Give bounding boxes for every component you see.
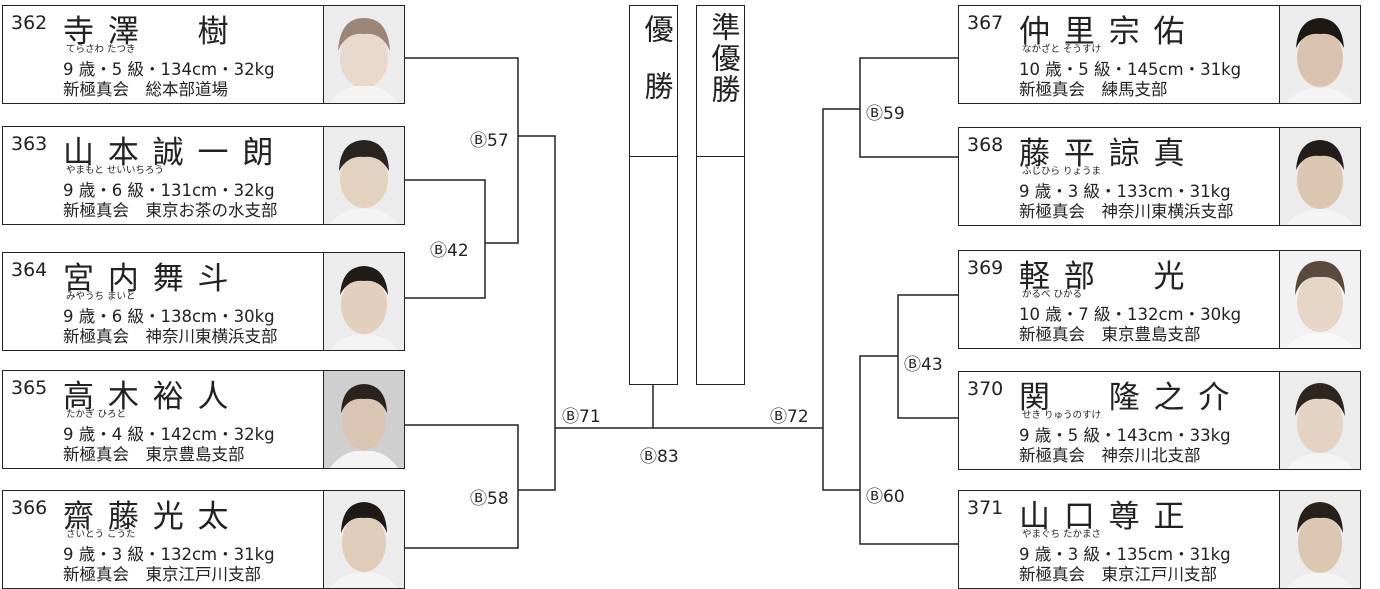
competitor-stats: 9 歳・5 級・143cm・33kg: [1019, 426, 1231, 445]
competitor-number: 369: [967, 257, 1004, 279]
match-label-59: Ⓑ59: [866, 104, 905, 124]
competitor-card-362: 362 寺 澤 樹 てらさわ たつき 9 歳・5 級・134cm・32kg 新極…: [2, 5, 405, 104]
competitor-stats: 9 歳・4 級・142cm・32kg: [63, 425, 275, 444]
competitor-card-364: 364 宮 内 舞 斗 みやうち まいと 9 歳・6 級・138cm・30kg …: [2, 252, 405, 351]
bracket-line-367-368: [859, 57, 958, 158]
competitor-number: 366: [11, 497, 48, 519]
competitor-name-reading: かるべ ひかる: [1022, 289, 1083, 300]
competitor-name-reading: ふじひら りょうま: [1022, 166, 1102, 177]
champion-title: 優勝: [640, 14, 674, 128]
competitor-name: 寺 澤 樹: [63, 14, 231, 50]
competitor-photo: [1279, 251, 1360, 348]
competitor-name: 齋 藤 光 太: [63, 499, 231, 535]
match-label-57: Ⓑ57: [470, 131, 509, 151]
competitor-photo: [323, 371, 404, 468]
competitor-name-reading: みやうち まいと: [66, 291, 136, 302]
bracket-line-43-371: [859, 355, 958, 545]
competitor-name-reading: やまもと せいいちろう: [66, 165, 164, 176]
competitor-card-371: 371 山 口 尊 正 やまぐち たかまさ 9 歳・3 級・135cm・31kg…: [958, 490, 1361, 589]
competitor-card-365: 365 高 木 裕 人 たかぎ ひろと 9 歳・4 級・142cm・32kg 新…: [2, 370, 405, 469]
competitor-name: 軽 部 光: [1019, 259, 1187, 295]
competitor-name: 関 隆 之 介: [1019, 380, 1232, 416]
match-label-58: Ⓑ58: [470, 489, 509, 509]
competitor-photo: [1279, 128, 1360, 225]
competitor-name-reading: せき りゅうのすけ: [1022, 410, 1102, 421]
match-label-72: Ⓑ72: [770, 407, 809, 427]
competitor-card-363: 363 山 本 誠 一 朗 やまもと せいいちろう 9 歳・6 級・131cm・…: [2, 126, 405, 225]
competitor-name: 藤 平 諒 真: [1019, 136, 1187, 172]
competitor-name: 仲 里 宗 佑: [1019, 14, 1187, 50]
competitor-dojo: 新極真会 練馬支部: [1019, 80, 1168, 99]
competitor-number: 364: [11, 259, 48, 281]
competitor-stats: 9 歳・3 級・135cm・31kg: [1019, 545, 1231, 564]
competitor-dojo: 新極真会 東京江戸川支部: [1019, 565, 1217, 584]
competitor-stats: 9 歳・6 級・138cm・30kg: [63, 307, 275, 326]
competitor-number: 363: [11, 133, 48, 155]
competitor-stats: 9 歳・5 級・134cm・32kg: [63, 60, 275, 79]
runner-up-divider: [696, 5, 745, 157]
competitor-name-reading: なかざと そうすけ: [1022, 44, 1102, 55]
competitor-photo: [1279, 491, 1360, 588]
runner-up-title: 準優勝: [707, 12, 741, 105]
competitor-card-368: 368 藤 平 諒 真 ふじひら りょうま 9 歳・3 級・133cm・31kg…: [958, 127, 1361, 226]
match-label-43: Ⓑ43: [904, 355, 943, 375]
competitor-card-367: 367 仲 里 宗 佑 なかざと そうすけ 10 歳・5 級・145cm・31k…: [958, 5, 1361, 104]
competitor-number: 362: [11, 12, 48, 34]
competitor-dojo: 新極真会 東京豊島支部: [1019, 325, 1201, 344]
competitor-dojo: 新極真会 総本部道場: [63, 80, 228, 99]
competitor-photo: [323, 253, 404, 350]
competitor-dojo: 新極真会 東京豊島支部: [63, 445, 245, 464]
competitor-card-370: 370 関 隆 之 介 せき りゅうのすけ 9 歳・5 級・143cm・33kg…: [958, 371, 1361, 470]
bracket-line-365-366: [403, 424, 519, 549]
competitor-dojo: 新極真会 神奈川東横浜支部: [63, 327, 278, 346]
competitor-name: 高 木 裕 人: [63, 379, 231, 415]
competitor-card-366: 366 齋 藤 光 太 さいとう こうた 9 歳・3 級・132cm・31kg …: [2, 490, 405, 589]
competitor-stats: 9 歳・6 級・131cm・32kg: [63, 181, 275, 200]
competitor-card-369: 369 軽 部 光 かるべ ひかる 10 歳・7 級・132cm・30kg 新極…: [958, 250, 1361, 349]
bracket-line-362-363: [403, 57, 519, 244]
match-label-83: Ⓑ83: [640, 447, 679, 467]
competitor-number: 368: [967, 134, 1004, 156]
competitor-photo: [1279, 372, 1360, 469]
champion-divider: [629, 5, 678, 157]
competitor-name: 山 口 尊 正: [1019, 499, 1187, 535]
competitor-name-reading: さいとう こうた: [66, 529, 136, 540]
competitor-photo: [1279, 6, 1360, 103]
competitor-name-reading: てらさわ たつき: [66, 44, 136, 55]
competitor-number: 371: [967, 497, 1004, 519]
bracket-line-42: [403, 179, 486, 299]
bracket-line-59-60: [822, 108, 860, 491]
competitor-dojo: 新極真会 東京お茶の水支部: [63, 201, 278, 220]
competitor-dojo: 新極真会 神奈川北支部: [1019, 446, 1201, 465]
competitor-number: 365: [11, 377, 48, 399]
competitor-photo: [323, 491, 404, 588]
competitor-stats: 10 歳・7 級・132cm・30kg: [1019, 305, 1242, 324]
competitor-name: 山 本 誠 一 朗: [63, 135, 276, 171]
match-label-71: Ⓑ71: [562, 407, 601, 427]
competitor-dojo: 新極真会 神奈川東横浜支部: [1019, 202, 1234, 221]
bracket-line-57-58: [518, 135, 556, 491]
competitor-stats: 9 歳・3 級・132cm・31kg: [63, 545, 275, 564]
competitor-name-reading: やまぐち たかまさ: [1022, 529, 1102, 540]
competitor-photo: [323, 6, 404, 103]
competitor-number: 370: [967, 378, 1004, 400]
competitor-name-reading: たかぎ ひろと: [66, 409, 127, 420]
competitor-dojo: 新極真会 東京江戸川支部: [63, 565, 261, 584]
competitor-stats: 9 歳・3 級・133cm・31kg: [1019, 182, 1231, 201]
competitor-photo: [323, 127, 404, 224]
match-label-60: Ⓑ60: [866, 487, 905, 507]
competitor-stats: 10 歳・5 級・145cm・31kg: [1019, 60, 1242, 79]
competitor-number: 367: [967, 12, 1004, 34]
match-label-42: Ⓑ42: [430, 241, 469, 261]
competitor-name: 宮 内 舞 斗: [63, 261, 231, 297]
